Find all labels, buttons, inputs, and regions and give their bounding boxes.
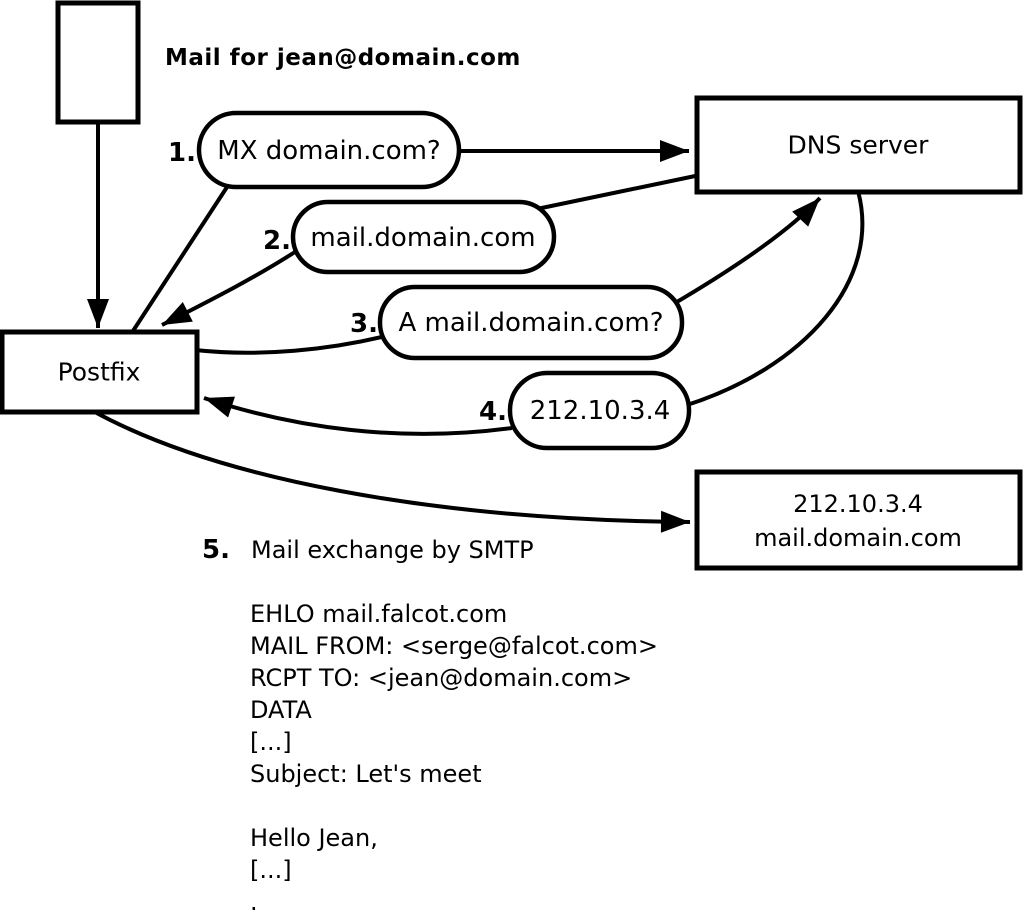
pill-mx-query: [196, 110, 462, 190]
smtp-line: [...]: [250, 856, 292, 884]
smtp-line: EHLO mail.falcot.com: [250, 600, 508, 628]
line-dns-to-pill4: [683, 190, 865, 408]
pill-mx-answer-label: mail.domain.com: [310, 223, 536, 253]
postfix-label: Postfix: [57, 357, 141, 387]
mail-server-ip: 212.10.3.4: [793, 490, 923, 518]
line-postfix-to-pill1: [129, 182, 231, 336]
step-3-number: 3.: [350, 309, 378, 339]
line-dns-to-pill2: [531, 173, 701, 212]
line-postfix-to-pill3: [194, 333, 391, 355]
dns-server-label: DNS server: [787, 130, 929, 160]
arrow-pill2-to-postfix: [161, 248, 300, 327]
step-1-number: 1.: [168, 138, 196, 168]
mail-server-box: [694, 469, 1023, 571]
smtp-line: [...]: [250, 728, 292, 756]
smtp-line: Hello Jean,: [250, 824, 378, 852]
mail-server-label: 212.10.3.4 mail.domain.com: [754, 487, 962, 555]
pill-mx-answer: [290, 199, 557, 275]
smtp-line: .: [250, 888, 258, 916]
mail-server-hostname: mail.domain.com: [754, 524, 962, 552]
smtp-line: DATA: [250, 696, 312, 724]
pill-a-answer: [507, 370, 692, 451]
arrow-postfix-to-mailserver: [92, 409, 691, 533]
arrow-pill3-to-dns: [668, 196, 822, 308]
smtp-line: RCPT TO: <jean@domain.com>: [250, 664, 633, 692]
arrow-pill4-to-postfix: [203, 396, 513, 436]
pill-a-query-label: A mail.domain.com?: [398, 308, 664, 338]
mail-for-label: Mail for jean@domain.com: [165, 45, 521, 71]
smtp-line: Subject: Let's meet: [250, 760, 482, 788]
smtp-line: MAIL FROM: <serge@falcot.com>: [250, 632, 658, 660]
smtp-session-text: EHLO mail.falcot.com MAIL FROM: <serge@f…: [250, 598, 658, 918]
smtp-line-blank: [250, 790, 658, 822]
pill-a-query: [377, 284, 685, 361]
step-2-number: 2.: [263, 226, 291, 256]
step-5-number: 5.: [202, 535, 230, 565]
mail-message-box: [55, 0, 141, 125]
step-5-label: Mail exchange by SMTP: [251, 536, 534, 564]
pill-mx-query-label: MX domain.com?: [217, 136, 441, 166]
postfix-box: [0, 329, 200, 415]
dns-server-box: [694, 95, 1023, 195]
pill-a-answer-label: 212.10.3.4: [529, 396, 671, 426]
step-4-number: 4.: [479, 397, 507, 427]
